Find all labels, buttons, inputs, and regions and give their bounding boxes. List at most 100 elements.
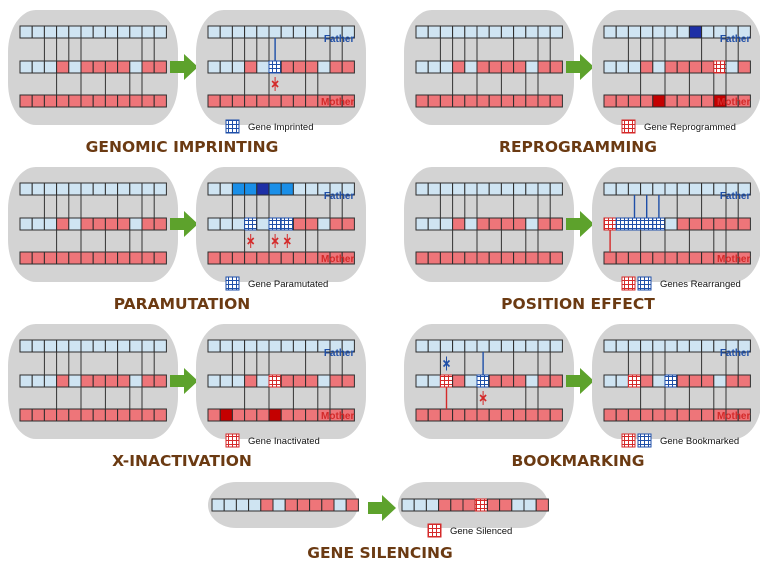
mother-row-cell (31, 408, 45, 422)
offspring-row-cell (117, 217, 131, 231)
silencing-row-cell (425, 498, 440, 512)
mother-row (603, 94, 751, 108)
offspring-row-cell (56, 374, 70, 388)
father-row (207, 339, 355, 353)
father-row-cell (737, 339, 751, 353)
father-row-cell (117, 25, 131, 39)
mother-row-cell (141, 408, 155, 422)
father-row-cell (615, 182, 629, 196)
mother-row-cell (92, 408, 106, 422)
red-hatched-swatch-icon (621, 119, 636, 134)
mother-row-cell (537, 251, 551, 265)
father-row-cell (280, 339, 294, 353)
offspring-row-cell (603, 217, 617, 231)
father-row-cell (19, 182, 33, 196)
mother-row-cell (513, 94, 527, 108)
x-stroke (479, 394, 487, 402)
mother-row-cell (513, 251, 527, 265)
mother-row-cell (268, 251, 282, 265)
offspring-row-cell (129, 60, 143, 74)
father-row-cell (68, 25, 82, 39)
mother-label: Mother (321, 254, 354, 265)
father-row-cell (537, 25, 551, 39)
father-row-cell (476, 182, 490, 196)
red-hatched-swatch-icon (225, 433, 240, 448)
blue-hatched-swatch-icon (637, 276, 652, 291)
father-row (415, 25, 563, 39)
blue-hatched-swatch-icon (637, 433, 652, 448)
father-row-cell (701, 25, 715, 39)
mother-row-cell (292, 94, 307, 108)
blue-hatched-swatch-icon (225, 119, 240, 134)
mother-row-cell (652, 408, 666, 422)
offspring-row-cell (31, 374, 45, 388)
mother-row-cell (129, 408, 143, 422)
arrow-shape (170, 54, 198, 80)
offspring-row-cell (117, 60, 131, 74)
legend-label: Genes Rearranged (660, 279, 741, 290)
silencing-row-cell (450, 498, 464, 512)
offspring-row-cell (652, 60, 666, 74)
offspring-row-cell (688, 217, 703, 231)
offspring-row-cell (153, 60, 167, 74)
offspring-row-cell (427, 60, 441, 74)
father-row-cell (652, 339, 666, 353)
before-genome (8, 10, 178, 125)
mother-row-cell (476, 408, 490, 422)
mother-row-cell (415, 251, 429, 265)
mother-row-cell (688, 408, 703, 422)
mother-row (603, 251, 751, 265)
mother-row-cell (104, 408, 119, 422)
panel-title: BOOKMARKING (511, 452, 644, 470)
father-row (603, 25, 751, 39)
offspring-row-cell (513, 217, 527, 231)
offspring-row-cell (525, 217, 539, 231)
mother-row (415, 94, 563, 108)
father-row-cell (341, 339, 355, 353)
offspring-row-cell (427, 374, 441, 388)
offspring-row-cell (92, 374, 106, 388)
father-row-cell (476, 339, 490, 353)
offspring-row-cell (615, 217, 629, 231)
offspring-row-cell (280, 374, 294, 388)
father-row-cell (141, 339, 155, 353)
legend-label: Gene Silenced (450, 526, 512, 537)
mother-row-cell (513, 408, 527, 422)
mother-row-cell (292, 408, 307, 422)
red-block-x-icon (479, 391, 487, 405)
father-row-cell (56, 182, 70, 196)
mother-row-cell (43, 408, 58, 422)
father-row-cell (207, 25, 221, 39)
mother-row-cell (627, 251, 642, 265)
mother-row-cell (676, 94, 690, 108)
offspring-row-cell (676, 60, 690, 74)
offspring-row-cell (341, 60, 355, 74)
mother-row-cell (19, 251, 33, 265)
mother-row-cell (427, 408, 441, 422)
mother-row-cell (341, 251, 355, 265)
father-row-cell (268, 182, 282, 196)
mother-row-cell (280, 94, 294, 108)
offspring-row-cell (305, 374, 319, 388)
father-row-cell (153, 182, 167, 196)
before-genome (404, 167, 574, 282)
mother-row-cell (603, 408, 617, 422)
father-row-cell (452, 339, 466, 353)
father-row-cell (640, 25, 654, 39)
father-row-cell (500, 25, 515, 39)
mother-row-cell (80, 408, 94, 422)
offspring-row-cell (244, 374, 258, 388)
offspring-row-cell (207, 374, 221, 388)
offspring-row-cell (603, 374, 617, 388)
mother-row-cell (141, 251, 155, 265)
legend-label: Gene Inactivated (248, 436, 320, 447)
silencing-row-cell (523, 498, 537, 512)
father-row-cell (439, 182, 454, 196)
mother-row-cell (92, 94, 106, 108)
father-row-cell (664, 25, 678, 39)
transition-arrow-icon (170, 54, 198, 80)
father-row-cell (439, 25, 454, 39)
father-row-cell (537, 182, 551, 196)
mother-row-cell (737, 251, 751, 265)
